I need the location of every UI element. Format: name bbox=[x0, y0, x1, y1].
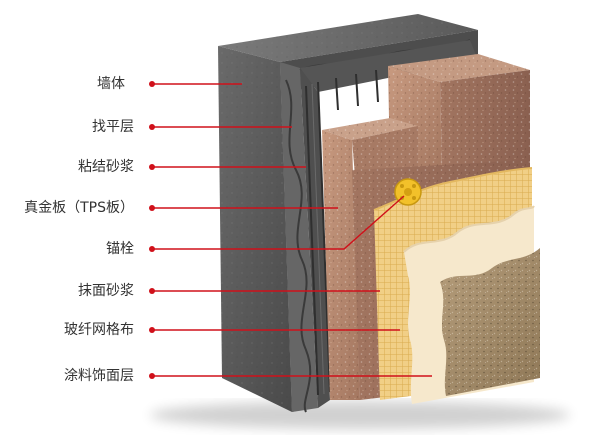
leader-wall-dot bbox=[149, 81, 155, 87]
label-plaster: 抹面砂浆 bbox=[78, 283, 134, 299]
leader-tps-board-dot bbox=[149, 205, 155, 211]
label-wall: 墙体 bbox=[97, 76, 125, 92]
finish-layer bbox=[440, 248, 540, 396]
label-anchor: 锚栓 bbox=[106, 241, 134, 257]
leader-leveling-dot bbox=[149, 124, 155, 130]
label-leveling: 找平层 bbox=[92, 119, 134, 135]
label-adhesive: 粘结砂浆 bbox=[78, 159, 134, 175]
ground-shadow bbox=[150, 401, 570, 429]
leader-lines bbox=[149, 81, 432, 379]
leader-anchor bbox=[152, 195, 405, 250]
wall-layer bbox=[218, 14, 478, 412]
label-mesh: 玻纤网格布 bbox=[64, 322, 134, 338]
leader-mesh-dot bbox=[149, 327, 155, 333]
leader-adhesive-dot bbox=[149, 164, 155, 170]
leader-finish-dot bbox=[149, 373, 155, 379]
label-tps-board: 真金板（TPS板） bbox=[24, 200, 134, 216]
leader-plaster-dot bbox=[149, 288, 155, 294]
label-finish: 涂料饰面层 bbox=[64, 368, 134, 384]
leader-anchor-dot bbox=[149, 246, 155, 252]
